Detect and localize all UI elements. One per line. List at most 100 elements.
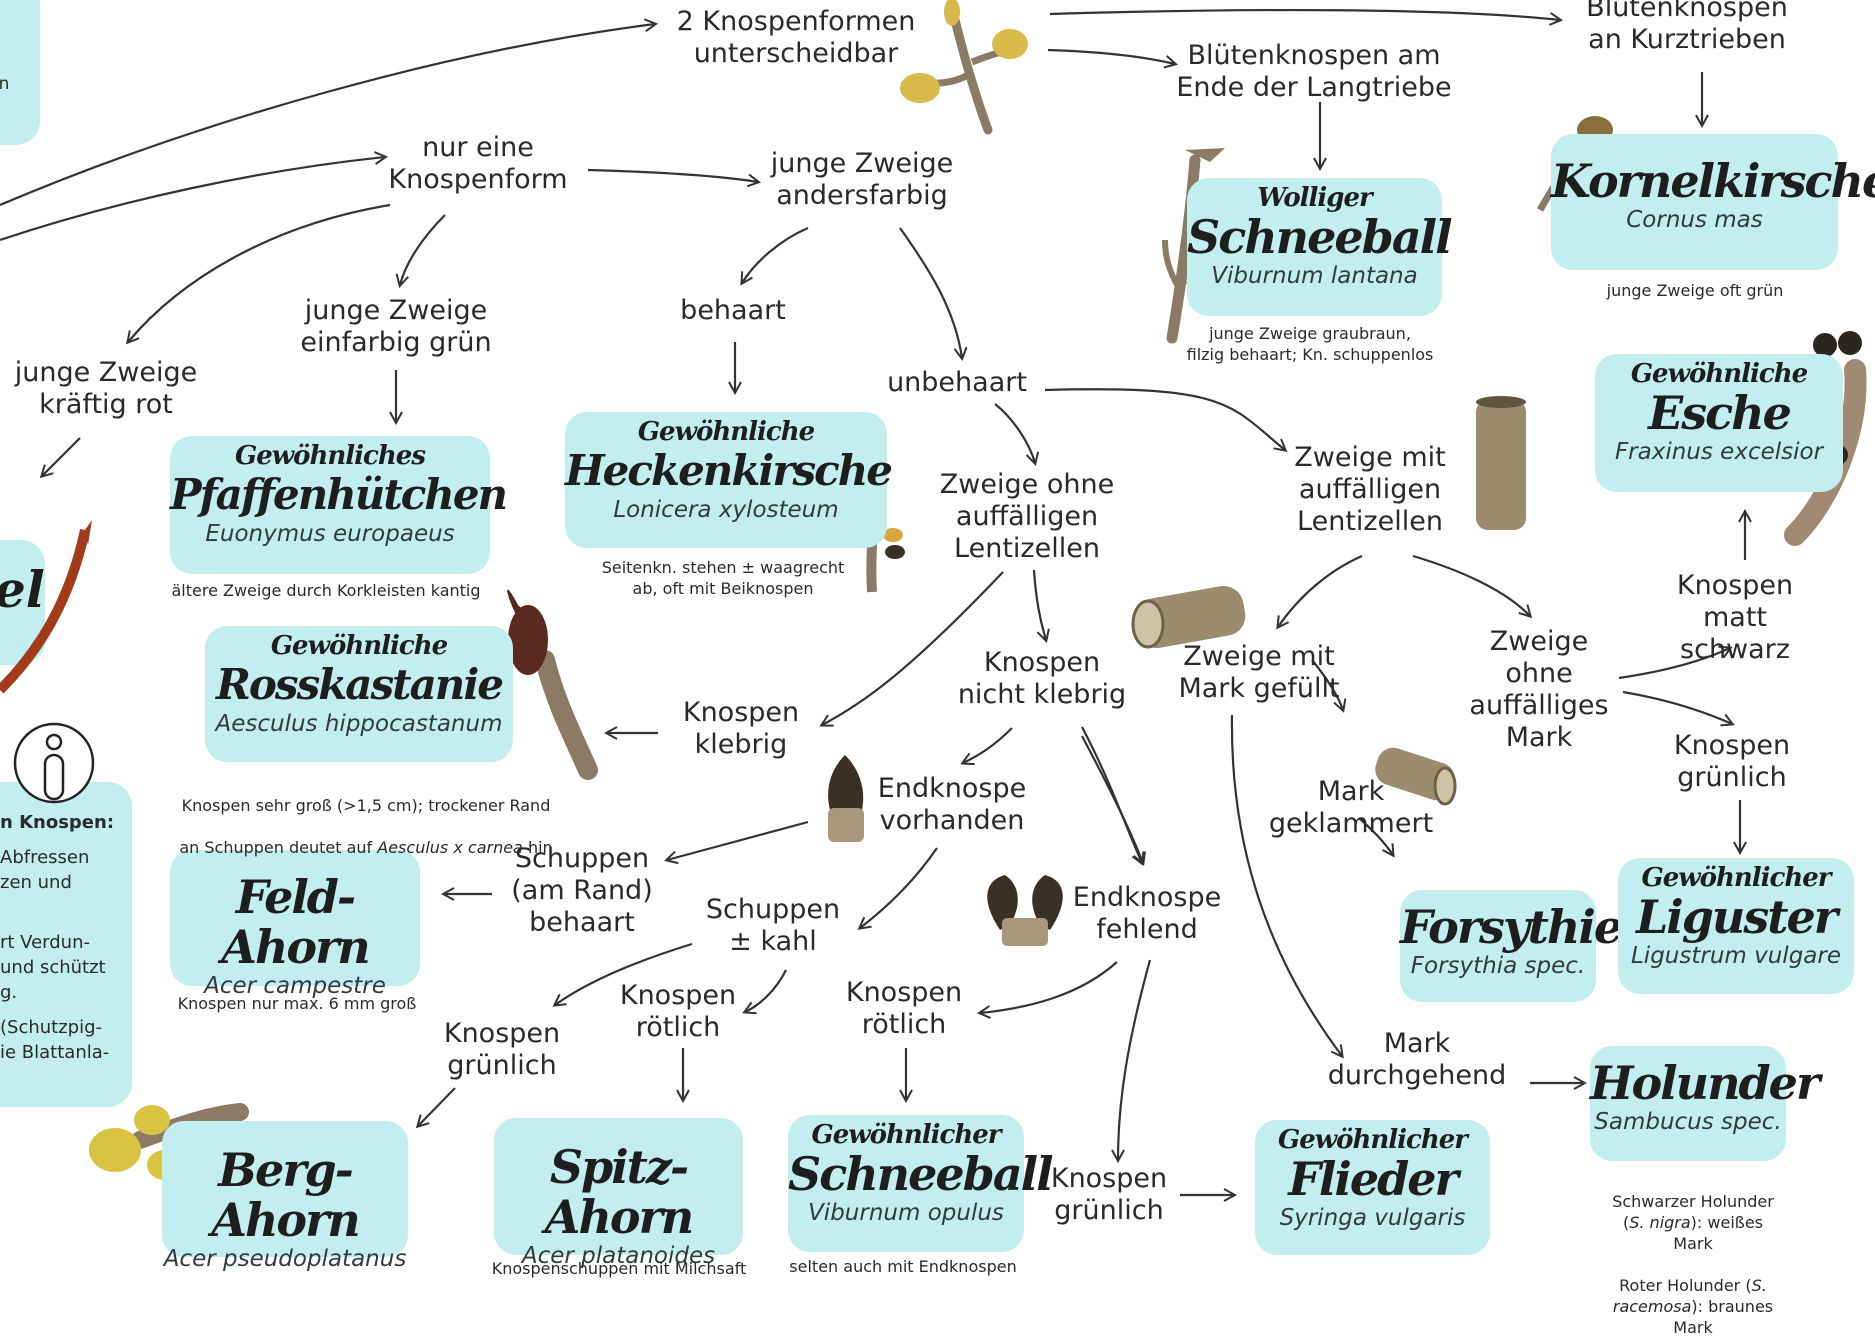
left-info-line: ie Blattanla- [0,1042,110,1063]
note-line: Schwarzer Holunder ( [1612,1192,1774,1232]
label-two-bud-forms: 2 Knospenformen unterscheidbar [676,6,916,69]
species-card-feld-ahorn: Feld-Ahorn Acer campestre [170,850,420,999]
species-name: Liguster [1635,890,1838,944]
species-scientific-name: Euonymus europaeus [205,521,455,547]
pith-filled-twig-illustration [1131,585,1246,649]
note-italic: Aesculus x carnea [377,838,523,857]
left-edge-top-fragment: n [0,74,10,94]
note-wolliger-schneeball: junge Zweige graubraun, filzig behaart; … [1186,324,1434,364]
note-line: Knospen sehr groß (>1,5 cm); trockener R… [181,796,551,815]
species-prefix: Gewöhnliches [235,441,426,471]
label-hairless: unbehaart [887,367,1027,398]
species-scientific-name: Lonicera xylosteum [613,497,839,523]
label-buds-greenish-middle: Knospen grünlich [1050,1163,1168,1226]
species-card-wolliger-schneeball: Wolliger Schneeball Viburnum lantana [1187,178,1453,316]
species-scientific-name: Acer platanoides [521,1243,716,1269]
left-info-line: zen und [0,872,72,893]
label-buds-reddish-middle: Knospen rötlich [845,977,963,1040]
species-card-flieder: Gewöhnlicher Flieder Syringa vulgaris [1255,1120,1490,1255]
species-scientific-name: Ligustrum vulgare [1630,943,1841,969]
pith-chambered-twig-illustration [1375,747,1457,806]
species-prefix: Gewöhnlicher [1277,1125,1468,1155]
left-edge-card-middle [0,540,45,665]
species-card-holunder: Holunder Sambucus spec. [1590,1046,1820,1161]
species-name: Flieder [1288,1152,1459,1206]
note-rosskastanie: Knospen sehr groß (>1,5 cm); trockener R… [179,774,552,858]
species-card-forsythie: Forsythie Forsythia spec. [1400,890,1623,1002]
connectors [0,8,1745,1195]
species-scientific-name: Acer pseudoplatanus [163,1246,407,1272]
species-card-spitz-ahorn: Spitz-Ahorn Acer platanoides [494,1118,743,1269]
twig-illustration-yellow-buds [900,0,1028,135]
label-pith-continuous: Mark durchgehend [1327,1028,1507,1091]
terminal-bud-illustration [828,755,864,842]
label-buds-sticky: Knospen klebrig [682,697,800,760]
note-italic: S. nigra [1629,1213,1691,1232]
label-twigs-without-pith: Zweige ohne auffälliges Mark [1469,626,1609,753]
left-info-title: n Knospen: [0,812,115,833]
species-card-rosskastanie: Gewöhnliche Rosskastanie Aesculus hippoc… [205,626,513,762]
species-name: Esche [1648,386,1792,440]
label-terminal-bud-missing: Endknospe fehlend [1072,882,1222,945]
species-name: Spitz-Ahorn [544,1140,695,1244]
species-scientific-name: Acer campestre [204,973,386,999]
label-one-bud-form: nur eine Knospenform [388,132,568,195]
note-line: ): weißes Mark [1673,1213,1764,1253]
species-name: Holunder [1590,1056,1820,1110]
species-scientific-name: Forsythia spec. [1410,953,1586,979]
species-card-esche: Gewöhnliche Esche Fraxinus excelsior [1595,354,1843,492]
lenticel-twig-illustration [1476,396,1526,530]
species-prefix: Gewöhnliche [270,631,448,661]
left-info-line: g. [0,982,18,1003]
species-name: Berg-Ahorn [211,1143,361,1247]
note-spitz-ahorn: Knospenschuppen mit Milchsaft [491,1259,747,1278]
species-prefix: Wolliger [1257,183,1372,213]
species-name: Kornelkirsche [1551,154,1875,208]
label-young-twigs-red: junge Zweige kräftig rot [14,357,198,420]
species-prefix: Gewöhnliche [637,417,815,447]
species-name: Rosskastanie [216,660,504,709]
label-flower-buds-short-shoots: Blütenknospen an Kurztrieben [1586,0,1788,55]
label-buds-matt-black: Knospen matt schwarz [1676,570,1794,665]
note-line: an Schuppen deutet auf [179,838,378,857]
left-info-line: und schützt [0,957,106,978]
species-scientific-name: Cornus mas [1626,207,1763,233]
species-scientific-name: Aesculus hippocastanum [215,711,503,737]
species-card-berg-ahorn: Berg-Ahorn Acer pseudoplatanus [162,1121,408,1272]
label-twigs-without-lenticels: Zweige ohne auffälligen Lentizellen [939,469,1115,564]
note-kornelkirsche: junge Zweige oft grün [1606,281,1784,300]
left-info-line: rt Verdun- [0,932,90,953]
label-young-twigs-differently-colored: junge Zweige andersfarbig [770,148,954,211]
species-name: Feld-Ahorn [221,870,371,974]
species-name: Schneeball [1187,210,1453,264]
label-hairy: behaart [680,295,786,326]
label-buds-greenish-right: Knospen grünlich [1673,730,1791,793]
label-terminal-bud-present: Endknospe vorhanden [877,773,1027,836]
species-card-kornelkirsche: Kornelkirsche Cornus mas [1551,134,1875,270]
left-edge-card-fragment: el [0,560,45,619]
species-name: Heckenkirsche [565,446,893,495]
species-scientific-name: Sambucus spec. [1594,1109,1782,1135]
label-pith-chambered: Mark geklammert [1268,776,1434,839]
species-prefix: Gewöhnliche [1630,359,1808,389]
species-scientific-name: Fraxinus excelsior [1614,439,1824,465]
note-gewoehnlicher-schneeball: selten auch mit Endknospen [789,1257,1017,1276]
label-twigs-with-lenticels: Zweige mit auffälligen Lentizellen [1294,442,1446,537]
label-scales-bare: Schuppen ± kahl [705,894,841,957]
species-card-pfaffenhuetchen: Gewöhnliches Pfaffenhütchen Euonymus eur… [170,436,508,574]
label-buds-greenish-left: Knospen grünlich [443,1018,561,1081]
note-heckenkirsche: Seitenkn. stehen ± waagrecht ab, oft mit… [601,558,845,598]
no-terminal-bud-illustration [987,875,1063,946]
species-name: Schneeball [788,1147,1054,1201]
label-buds-not-sticky: Knospen nicht klebrig [957,647,1127,710]
label-twigs-pith-filled: Zweige mit Mark gefüllt [1178,641,1340,704]
note-feld-ahorn: Knospen nur max. 6 mm groß [177,994,417,1013]
species-prefix: Gewöhnlicher [811,1120,1001,1150]
label-flower-buds-long-shoots: Blütenknospen am Ende der Langtriebe [1176,40,1452,103]
species-prefix: Gewöhnlicher [1641,863,1831,893]
note-pfaffenhuetchen: ältere Zweige durch Korkleisten kantig [171,581,481,600]
species-scientific-name: Viburnum opulus [808,1200,1004,1226]
note-line: hin [522,838,553,857]
left-edge-info-box [0,722,132,1107]
label-scales-hairy: Schuppen (am Rand) behaart [511,843,653,938]
